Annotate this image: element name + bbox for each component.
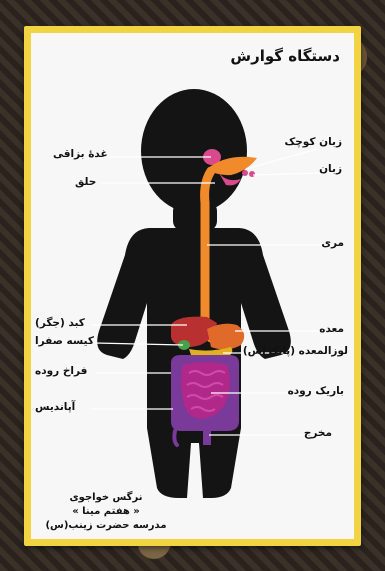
credit-name: نرگس خواجوی [41, 491, 171, 505]
label-gallbladder: کیسه صفرا [35, 335, 94, 347]
label-small-intestine: باریک روده [288, 385, 344, 397]
digestive-system-illustration [31, 33, 354, 539]
label-stomach: معده [319, 323, 344, 335]
label-anus: مخرج [304, 427, 332, 439]
credit-class: « هفتم مینا » [41, 505, 171, 519]
poster-frame: دستگاه گوارش [24, 26, 361, 546]
body-silhouette [97, 89, 291, 498]
label-large-intestine: فراخ روده [35, 365, 87, 377]
label-salivary-gland: غدهٔ بزاقی [53, 148, 108, 160]
label-liver: کبد (جگر) [35, 317, 85, 329]
author-credit: نرگس خواجوی « هفتم مینا » مدرسه حضرت زین… [41, 491, 171, 533]
credit-school: مدرسه حضرت زینب(س) [41, 519, 171, 533]
label-pancreas: لوزالمعده (پانکراس) [243, 345, 348, 357]
label-appendix: آپاندیس [35, 401, 75, 413]
stomach-shape [207, 324, 244, 350]
label-pharynx: حلق [75, 176, 96, 188]
label-tongue: زبان [319, 163, 342, 175]
label-esophagus: مری [321, 237, 344, 249]
label-uvula: زبان کوچک [284, 136, 342, 148]
poster-sheet: دستگاه گوارش [31, 33, 354, 539]
